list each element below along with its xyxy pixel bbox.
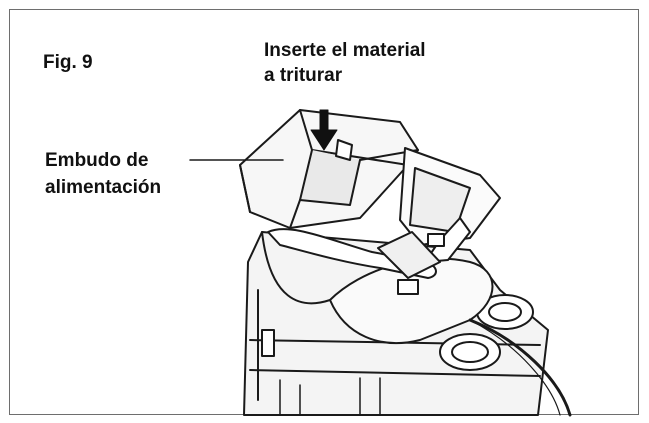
callout-insert-line-1: Inserte el material — [264, 40, 426, 61]
callout-funnel-line-2: alimentación — [45, 177, 162, 198]
carry-handle — [267, 228, 437, 279]
callout-insert-material: Inserte el material a triturar — [264, 38, 426, 88]
callout-feed-funnel: Embudo de alimentación — [45, 147, 161, 201]
callout-funnel-line-1: Embudo de — [45, 150, 149, 171]
callout-insert-line-2: a triturar — [264, 65, 343, 86]
down-arrow-icon — [310, 109, 338, 151]
power-cable — [468, 318, 572, 417]
figure-label: Fig. 9 — [43, 52, 93, 73]
